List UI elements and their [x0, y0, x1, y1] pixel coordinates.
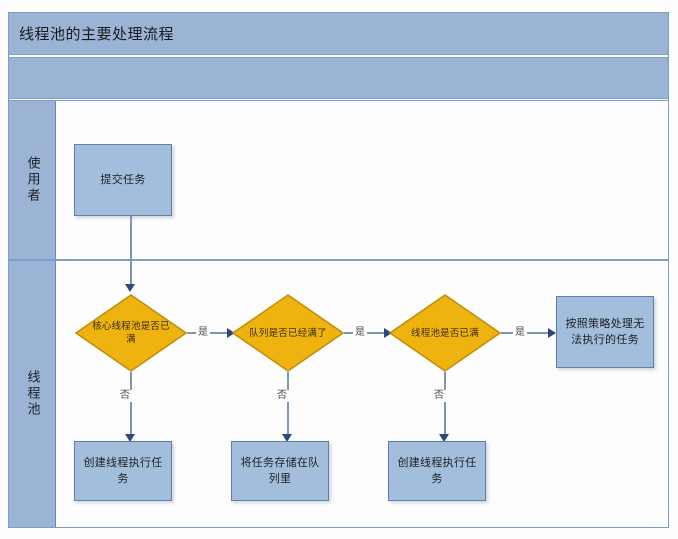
node-create-thread-1-label: 创建线程执行任务 — [83, 456, 163, 485]
edge-label-no-1: 否 — [118, 390, 132, 402]
node-queue-full-label: 队列是否已经满了 — [249, 327, 327, 339]
node-create-thread-2-label: 创建线程执行任务 — [397, 456, 477, 485]
lane-header-user: 使用者 — [9, 101, 56, 259]
connector-pool-no — [444, 372, 446, 438]
connector-core-yes — [187, 332, 235, 334]
node-queue-full[interactable]: 队列是否已经满了 — [232, 294, 344, 372]
node-submit-task[interactable]: 提交任务 — [74, 144, 172, 216]
lane-label-user: 使用者 — [24, 156, 40, 204]
node-store-in-queue[interactable]: 将任务存储在队列里 — [231, 441, 329, 501]
connector-queue-no — [287, 372, 289, 438]
node-core-pool-full[interactable]: 核心线程池是否已满 — [75, 294, 187, 372]
node-pool-full[interactable]: 线程池是否已满 — [389, 294, 501, 372]
arrowhead-right-pool — [384, 328, 392, 338]
diagram-title-band: 线程池的主要处理流程 — [8, 12, 669, 55]
diamond-shape-icon — [232, 294, 344, 372]
edge-label-no-2: 否 — [275, 390, 289, 402]
node-pool-full-label: 线程池是否已满 — [411, 327, 479, 339]
arrowhead-down-create1 — [125, 434, 135, 442]
node-store-in-queue-label: 将任务存储在队列里 — [240, 456, 320, 485]
node-reject-policy-label: 按照策略处理无法执行的任务 — [565, 317, 645, 346]
arrowhead-right-queue — [227, 328, 235, 338]
lane-header-pool: 线程池 — [9, 261, 56, 527]
connector-core-no — [130, 372, 132, 438]
diagram-header-row — [8, 57, 669, 99]
connector-pool-yes — [501, 332, 555, 334]
edge-label-yes-2: 是 — [353, 327, 367, 339]
lane-pool: 线程池 — [8, 260, 669, 528]
connector-queue-yes — [344, 332, 392, 334]
edge-label-yes-1: 是 — [196, 327, 210, 339]
node-core-pool-full-label: 核心线程池是否已满 — [92, 321, 170, 345]
node-create-thread-2[interactable]: 创建线程执行任务 — [388, 441, 486, 501]
diagram-title: 线程池的主要处理流程 — [19, 25, 175, 43]
diamond-shape-icon — [75, 294, 187, 372]
node-reject-policy[interactable]: 按照策略处理无法执行的任务 — [556, 296, 654, 368]
lane-label-pool: 线程池 — [24, 370, 40, 418]
arrowhead-down-store — [282, 434, 292, 442]
arrowhead-down-core — [125, 284, 135, 292]
node-submit-task-label: 提交任务 — [100, 173, 146, 186]
node-create-thread-1[interactable]: 创建线程执行任务 — [74, 441, 172, 501]
arrowhead-right-reject — [548, 328, 556, 338]
connector-submit-to-core — [130, 216, 132, 286]
arrowhead-down-create2 — [439, 434, 449, 442]
edge-label-yes-3: 是 — [513, 327, 527, 339]
diamond-shape-icon — [389, 294, 501, 372]
edge-label-no-3: 否 — [432, 390, 446, 402]
